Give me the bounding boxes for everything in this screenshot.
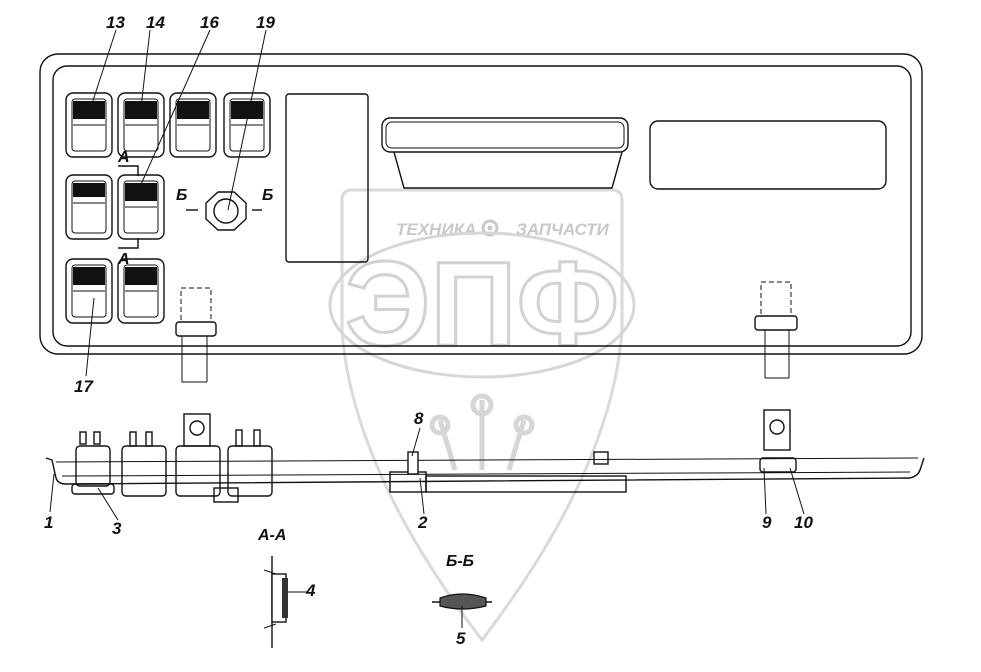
rocker-switch [117, 174, 165, 240]
watermark-logo-ellipse [328, 231, 636, 379]
section-mark-b-right: Б [262, 187, 273, 204]
gear-icon [481, 219, 499, 237]
watermark-wheat [429, 393, 535, 471]
callout-5: 5 [456, 629, 466, 648]
callout-4: 4 [305, 581, 316, 600]
switch-body-section [121, 431, 167, 497]
callout-1: 1 [44, 513, 53, 532]
callout-10: 10 [794, 513, 813, 532]
watermark-shield [340, 188, 624, 643]
callout-17: 17 [74, 377, 94, 396]
callout-19: 19 [256, 13, 275, 32]
callout-2: 2 [417, 513, 428, 532]
panel-side-section [45, 409, 925, 503]
section-bb-detail [432, 593, 492, 628]
panel-inner-frame [52, 65, 912, 347]
section-mark-a-bottom: А [117, 251, 130, 268]
switch-group [65, 92, 271, 324]
switch-body-section [227, 429, 273, 497]
radio-slot [381, 117, 629, 189]
section-aa-detail [263, 556, 308, 648]
callout-14: 14 [146, 13, 165, 32]
rocker-switch [65, 258, 113, 324]
round-knob [205, 191, 247, 231]
switch-body-section [175, 413, 239, 503]
section-mark-a-top: А [117, 149, 130, 166]
instrument-panel [39, 53, 923, 383]
blank-plate [285, 93, 369, 263]
callout-8: 8 [414, 409, 424, 428]
panel-outer-frame [39, 53, 923, 355]
watermark-right-word: ЗАПЧАСТИ [516, 220, 609, 239]
display-window [649, 120, 887, 190]
rocker-switch [169, 92, 217, 158]
watermark: ТЕХНИКА ЗАПЧАСТИ ЭПФ [328, 188, 636, 643]
leader-lines [49, 29, 805, 521]
callout-9: 9 [762, 513, 772, 532]
switch-body-section [71, 431, 115, 495]
mounting-bracket-left [175, 287, 217, 383]
rocker-switch [223, 92, 271, 158]
rocker-switch [65, 92, 113, 158]
callout-16: 16 [200, 13, 219, 32]
callout-13: 13 [106, 13, 125, 32]
section-mark-b-left: Б [176, 187, 187, 204]
right-bracket-section [759, 409, 797, 473]
callouts: 13 14 16 19 17 8 1 3 2 9 10 4 5 [44, 13, 813, 648]
section-title-bb: Б-Б [446, 553, 474, 570]
section-title-aa: А-А [257, 527, 286, 544]
callout-3: 3 [112, 519, 122, 538]
watermark-logo-letters: ЭПФ [345, 237, 619, 371]
rocker-switch [117, 258, 165, 324]
mounting-bracket-right [754, 281, 798, 379]
rocker-switch [65, 174, 113, 240]
section-marks: А А Б Б [117, 149, 273, 268]
